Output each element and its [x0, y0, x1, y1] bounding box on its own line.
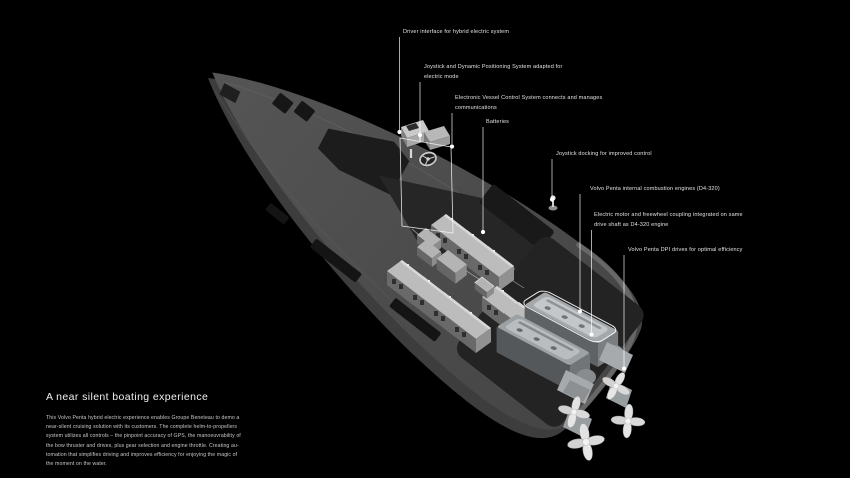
hull-window: [389, 298, 441, 342]
engine-highlight-box: [520, 289, 619, 344]
cockpit-seating: [479, 184, 554, 250]
battery-bank: [387, 214, 545, 353]
bow-hatch: [219, 83, 241, 104]
drive-starboard: [594, 342, 647, 440]
callout-joystick-docking: Joystick docking for improved control: [556, 151, 652, 157]
steering-wheel: [418, 151, 438, 167]
callout-dpi-drives: Volvo Penta DPI drives for optimal effic…: [628, 247, 743, 253]
cockpit-recess: [379, 175, 546, 272]
caption-body: This Volvo Penta hybrid electric experie…: [46, 415, 241, 468]
leader-dots: [397, 129, 627, 371]
inverter-unit: [474, 276, 495, 299]
page-title: A near silent boating experience: [46, 391, 209, 403]
callout-electric-motor: Electric motor and freewheel coupling in…: [594, 212, 743, 228]
deck-hatch: [294, 101, 315, 122]
deck-hatch: [272, 93, 294, 114]
evcs-highlight-box: [399, 137, 454, 234]
propeller: [609, 402, 647, 440]
drive-port: [554, 370, 608, 464]
callout-evcs: Electronic Vessel Control System connect…: [455, 95, 603, 111]
callout-batteries: Batteries: [486, 119, 510, 125]
hull-window: [310, 239, 362, 282]
caption-block: A near silent boating experience This Vo…: [46, 391, 276, 469]
helm-station: [401, 120, 450, 167]
callout-joystick-dps: Joystick and Dynamic Positioning System …: [424, 64, 563, 80]
hull-window: [265, 203, 289, 224]
driver-display: [406, 123, 419, 131]
stern-gunwale-highlight: [570, 242, 638, 422]
callout-combustion-engines: Volvo Penta internal combustion engines …: [590, 186, 720, 192]
callout-driver-interface: Driver interface for hybrid electric sys…: [403, 29, 510, 35]
leader-lines: [399, 37, 625, 366]
